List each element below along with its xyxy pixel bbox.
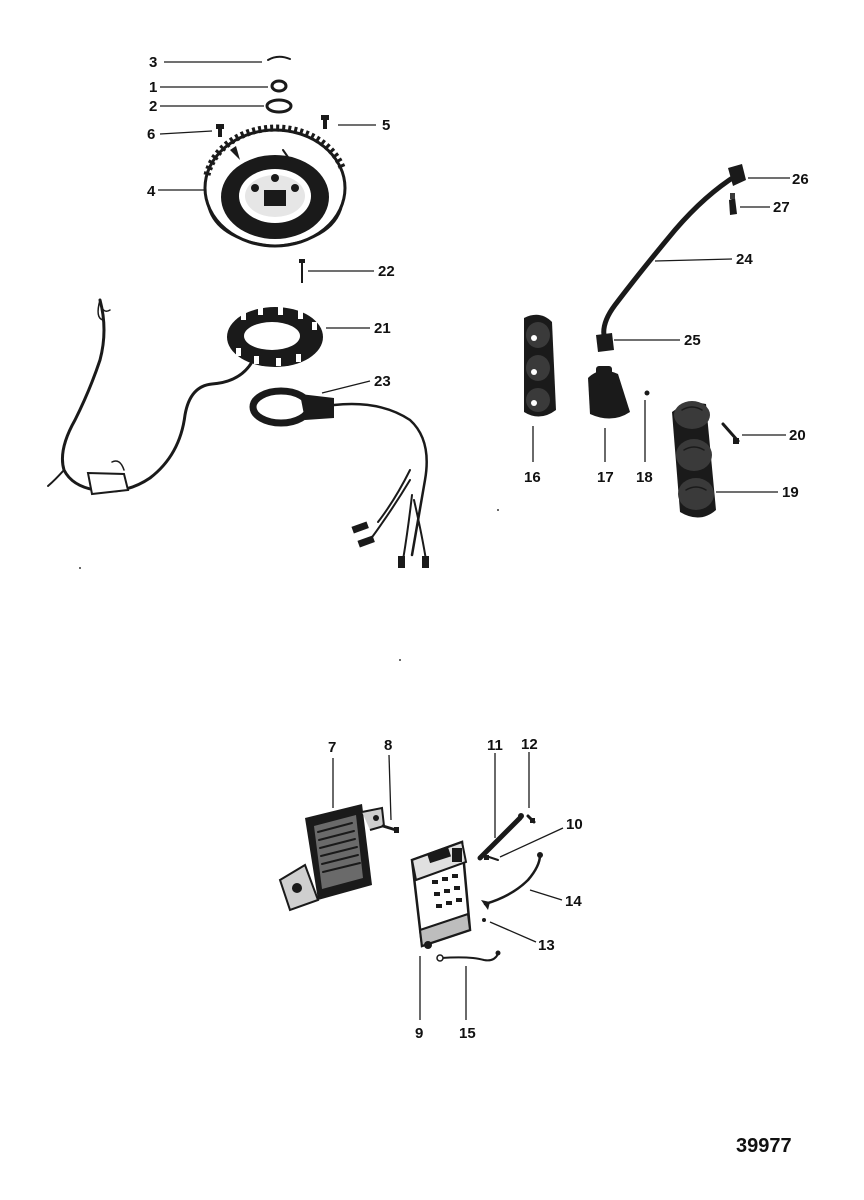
part-20-screw: [721, 422, 740, 444]
part-21-stator: [227, 306, 323, 367]
part-24-spark-lead: [601, 172, 740, 343]
callout-23: 23: [374, 373, 391, 390]
callout-15: 15: [459, 1025, 476, 1042]
callout-26: 26: [792, 171, 809, 188]
callout-22: 22: [378, 263, 395, 280]
leader-lines: [158, 61, 790, 1020]
callout-7: 7: [328, 739, 336, 756]
callout-9: 9: [415, 1025, 423, 1042]
callout-13: 13: [538, 937, 555, 954]
part-7-rectifier: [278, 804, 386, 912]
ignition-assembly: [524, 164, 746, 518]
switch-box-assembly: [278, 804, 543, 962]
callout-25: 25: [684, 332, 701, 349]
callout-24: 24: [736, 251, 753, 268]
part-25-lead-boot: [596, 333, 614, 352]
part-26-spark-boot: [728, 164, 746, 186]
part-2-washer: [265, 98, 293, 114]
callout-labels: 3 1 2 6 5 4 22 21 23 26 27 24 25 16 17 1…: [147, 54, 809, 1042]
callout-6: 6: [147, 126, 155, 143]
part-19-coil-assembly: [672, 401, 716, 518]
part-23-trigger: [249, 387, 429, 568]
part-17-ignition-coil: [588, 366, 630, 419]
part-13-washer: [482, 918, 486, 922]
part-11-bolt: [477, 813, 524, 861]
stator-assembly: [47, 259, 429, 568]
callout-4: 4: [147, 183, 156, 200]
part-14-wire: [483, 853, 542, 906]
callout-27: 27: [773, 199, 790, 216]
callout-18: 18: [636, 469, 653, 486]
part-1-nut: [270, 79, 288, 93]
part-6-screw: [216, 124, 224, 137]
callout-19: 19: [782, 484, 799, 501]
part-16-coil-bracket: [524, 314, 556, 417]
flywheel-assembly: [203, 55, 347, 248]
harness-connector: [86, 471, 130, 496]
callout-5: 5: [382, 117, 390, 134]
callout-14: 14: [565, 893, 582, 910]
part-27-terminal: [729, 193, 737, 215]
part-5-screw: [321, 115, 329, 129]
part-3-key: [267, 55, 291, 61]
callout-21: 21: [374, 320, 391, 337]
part-4-flywheel: [203, 124, 347, 248]
part-18-washer: [644, 390, 650, 396]
callout-16: 16: [524, 469, 541, 486]
part-22-screw: [299, 259, 305, 283]
callout-3: 3: [149, 54, 157, 71]
callout-1: 1: [149, 79, 157, 96]
part-15-wire: [440, 953, 499, 962]
part-8-screw: [381, 824, 399, 833]
part-12-screw: [526, 814, 536, 824]
scan-specks: [79, 509, 499, 661]
callout-17: 17: [597, 469, 614, 486]
stator-wire-harness: [60, 298, 254, 493]
callout-12: 12: [521, 736, 538, 753]
callout-11: 11: [487, 737, 503, 754]
callout-20: 20: [789, 427, 806, 444]
part-10-screw: [484, 855, 499, 861]
part-9-switch-box: [410, 840, 472, 949]
figure-number: 39977: [736, 1135, 792, 1157]
callout-2: 2: [149, 98, 157, 115]
callout-10: 10: [566, 816, 583, 833]
callout-8: 8: [384, 737, 392, 754]
